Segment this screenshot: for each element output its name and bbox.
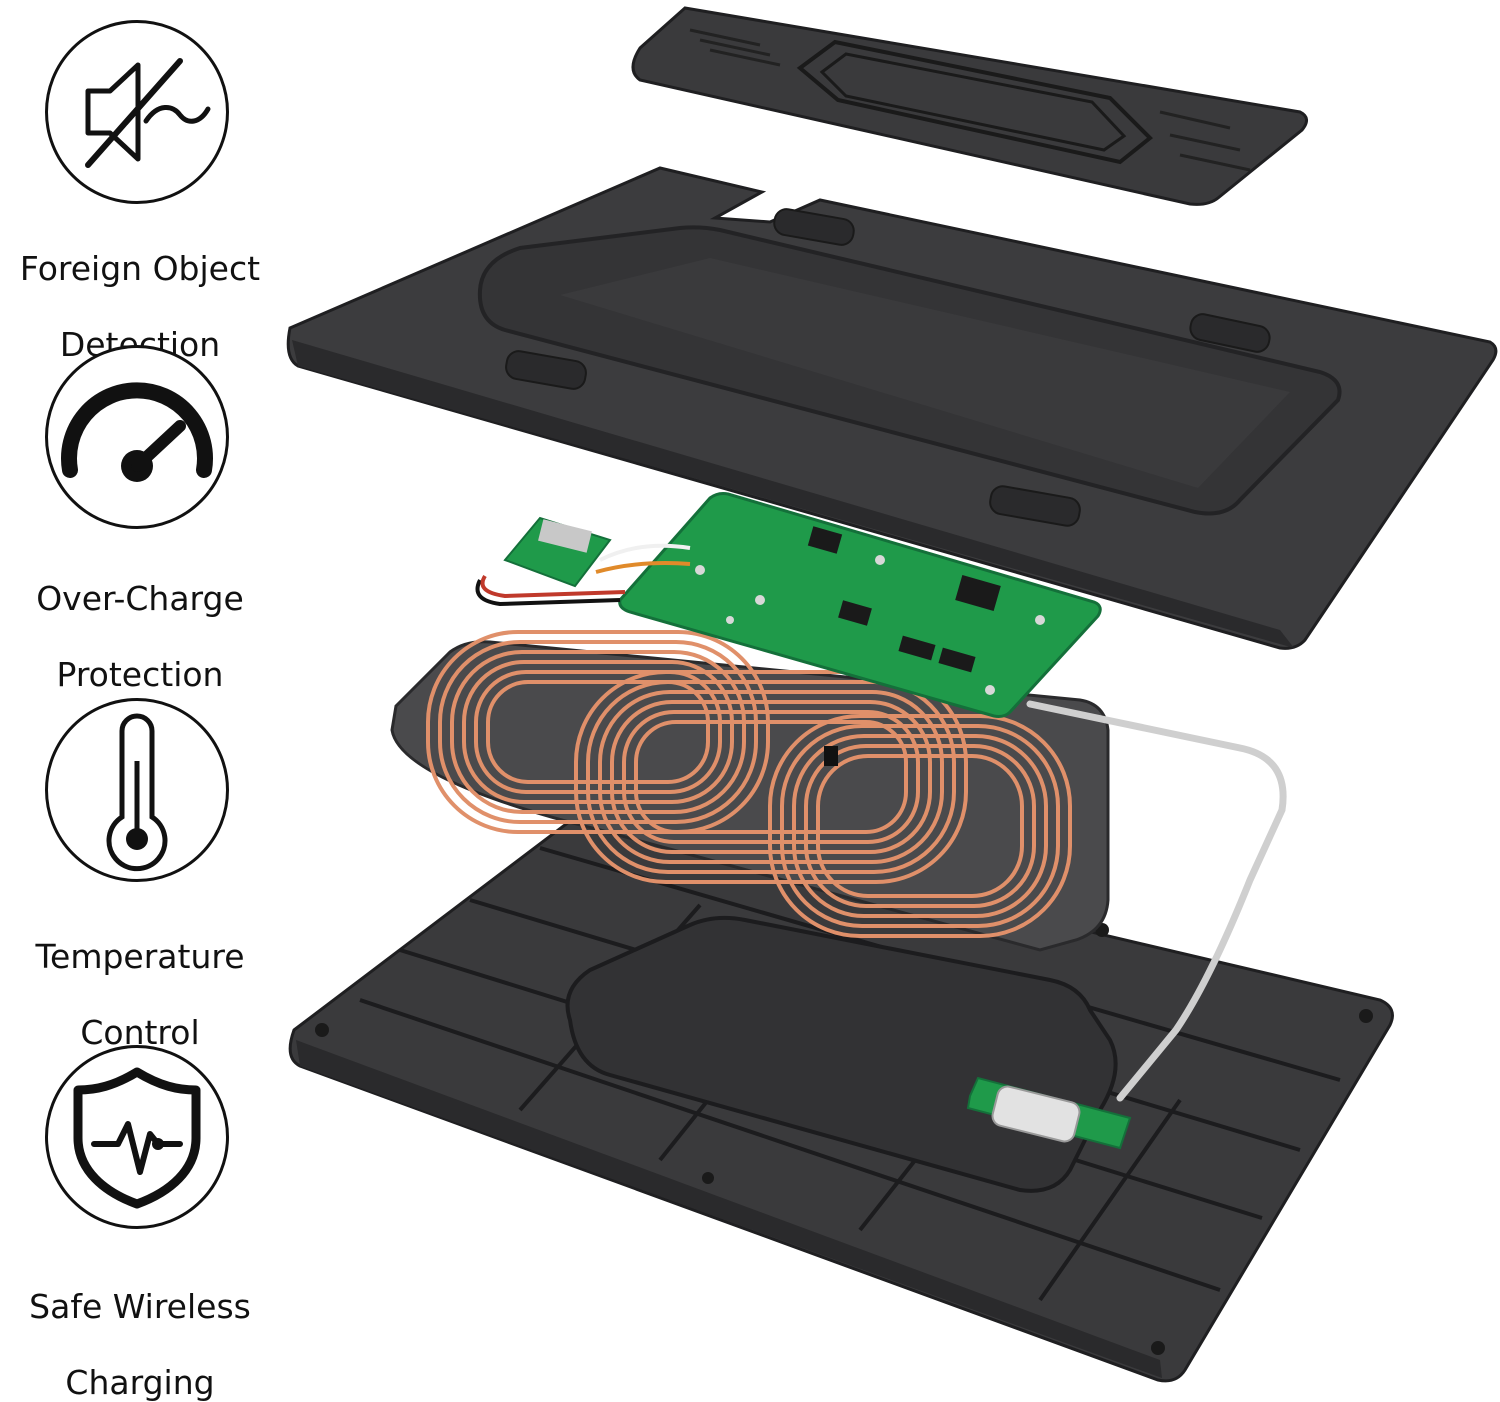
muted-speaker-wave-icon — [85, 58, 211, 168]
shield-heartbeat-icon — [73, 1067, 201, 1209]
charging-coils — [390, 630, 1110, 952]
thermometer-icon — [106, 713, 168, 872]
feature-label: Temperature Control — [0, 900, 280, 1052]
feature-icon-circle — [45, 20, 229, 204]
speedometer-icon — [61, 382, 213, 482]
feature-icon-circle — [45, 1045, 229, 1229]
connector-cable — [966, 700, 1287, 1150]
feature-label-line1: Temperature — [35, 937, 245, 976]
feature-icon-circle — [45, 345, 229, 529]
feature-label-line2: Protection — [56, 655, 224, 694]
rubber-mat — [631, 6, 1308, 206]
feature-label-line2: Charging — [65, 1363, 215, 1402]
feature-label: Foreign Object Detection — [0, 212, 280, 364]
feature-label-line1: Safe Wireless — [29, 1287, 251, 1326]
feature-label: Safe Wireless Charging — [0, 1250, 280, 1402]
bottom-housing — [288, 810, 1394, 1383]
circuit-board — [475, 492, 1102, 718]
feature-icon-circle — [45, 698, 229, 882]
feature-label-line1: Over-Charge — [36, 579, 244, 618]
exploded-charger-illustration — [286, 6, 1498, 1383]
feature-label-line1: Foreign Object — [19, 249, 261, 288]
top-cover — [286, 166, 1498, 650]
feature-label: Over-Charge Protection — [0, 542, 280, 694]
